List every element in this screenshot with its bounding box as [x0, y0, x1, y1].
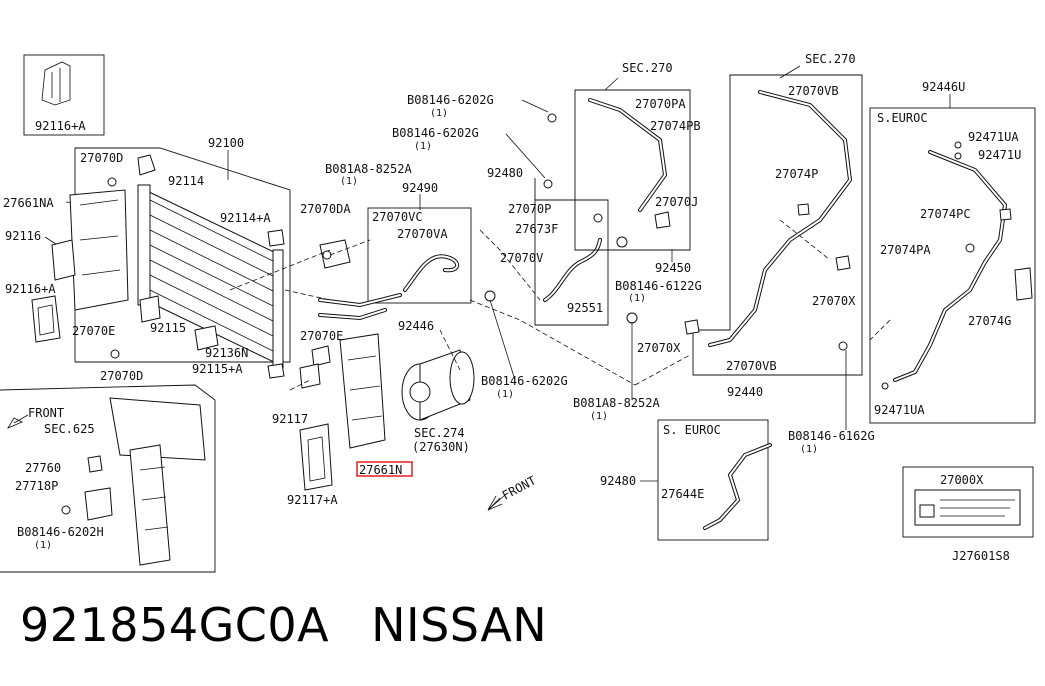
- highlight-27661n[interactable]: [356, 461, 413, 477]
- label-sec270-b: SEC.270: [805, 52, 856, 66]
- bolt-b3-code: B081A8-8252A: [325, 162, 412, 176]
- bolt-b2-qty: (1): [414, 141, 432, 152]
- label-92136n: 92136N: [205, 346, 248, 360]
- bolt-callouts: B08146-6202G (1) B08146-6202G (1) B081A8…: [17, 93, 875, 551]
- bolt-b6-qty: (1): [590, 411, 608, 422]
- label-92116a: 92116+A: [5, 282, 56, 296]
- ac-system-diagram: 92116+A 27070D 92114 92100 92114+A 92115…: [0, 52, 1036, 573]
- label-92116: 92116: [5, 229, 41, 243]
- label-27070v: 27070V: [500, 251, 543, 265]
- bolt-b6-code: B081A8-8252A: [573, 396, 660, 410]
- label-92471u: 92471U: [978, 148, 1021, 162]
- left-seal-group: 27661NA 92116 92116+A: [3, 189, 129, 343]
- label-27070va: 27070VA: [397, 227, 448, 241]
- label-92100: 92100: [208, 136, 244, 150]
- label-27070e-a: 27070E: [72, 324, 115, 338]
- label-92114a: 92114+A: [220, 211, 271, 225]
- bolt-b2-code: B08146-6202G: [392, 126, 479, 140]
- pipe-92480-group: 92480 27070P 27673F 27070V 92551: [487, 166, 628, 326]
- label-27074g: 27074G: [968, 314, 1011, 328]
- label-92446: 92446: [398, 319, 434, 333]
- drawing-code: J27601S8: [952, 549, 1010, 563]
- label-27070j: 27070J: [655, 195, 698, 209]
- bolt-b4-qty: (1): [628, 293, 646, 304]
- condenser-group: 27070D 92114 92100 92114+A 92115 92136N …: [72, 136, 291, 383]
- label-sec270-a: SEC.270: [622, 61, 673, 75]
- label-sec274: SEC.274: [414, 426, 465, 440]
- compressor-group: 27070DA 27070VC 27070VA 92446 92490 2707…: [272, 181, 475, 507]
- label-92115a: 92115+A: [192, 362, 243, 376]
- front-label-a: FRONT: [28, 406, 64, 420]
- footer-brand: NISSAN: [371, 598, 548, 652]
- connector-lines: [229, 219, 891, 391]
- label-27760: 27760: [25, 461, 61, 475]
- label-27000x-group: 27000X: [902, 466, 1034, 538]
- label-27718p: 27718P: [15, 479, 58, 493]
- label-27070vb-bot: 27070VB: [726, 359, 777, 373]
- s-euroc-right-group: 92446U S.EUROC 92471UA 92471U 27074PC 27…: [869, 80, 1036, 424]
- label-27070e-b: 27070E: [300, 329, 343, 343]
- footer-part-number: 921854GC0A: [20, 598, 330, 652]
- label-92450: 92450: [655, 261, 691, 275]
- label-sec274-sub: (27630N): [412, 440, 470, 454]
- s-euroc-bottom-group: S. EUROC 92480 27644E: [600, 419, 772, 541]
- label-92116a-top: 92116+A: [35, 119, 86, 133]
- label-27070p: 27070P: [508, 202, 551, 216]
- label-92490: 92490: [402, 181, 438, 195]
- label-92480-bot: 92480: [600, 474, 636, 488]
- label-27074pa: 27074PA: [880, 243, 931, 257]
- label-27070vc: 27070VC: [372, 210, 423, 224]
- bolt-b7-code: B08146-6162G: [788, 429, 875, 443]
- inset-92116a: 92116+A: [23, 54, 105, 136]
- label-27070vb-top: 27070VB: [788, 84, 839, 98]
- label-27673f: 27673F: [515, 222, 558, 236]
- label-27074pc: 27074PC: [920, 207, 971, 221]
- label-92471ua-b: 92471UA: [874, 403, 925, 417]
- label-27070da: 27070DA: [300, 202, 351, 216]
- bolt-b8-qty: (1): [34, 540, 52, 551]
- label-27070pa: 27070PA: [635, 97, 686, 111]
- label-92115: 92115: [150, 321, 186, 335]
- condenser-core: [137, 184, 284, 369]
- label-s-euroc-bottom: S. EUROC: [663, 423, 721, 437]
- label-27070d-a: 27070D: [80, 151, 123, 165]
- bolt-b7-qty: (1): [800, 444, 818, 455]
- footer-caption: 921854GC0A NISSAN: [20, 598, 589, 652]
- label-92471ua-a: 92471UA: [968, 130, 1019, 144]
- label-92117: 92117: [272, 412, 308, 426]
- front-label-b: FRONT: [500, 473, 538, 502]
- bolt-b1-qty: (1): [430, 108, 448, 119]
- bolt-b1-code: B08146-6202G: [407, 93, 494, 107]
- bolt-b4-code: B08146-6122G: [615, 279, 702, 293]
- compressor-body: [401, 349, 475, 421]
- label-92480-top: 92480: [487, 166, 523, 180]
- label-92446u: 92446U: [922, 80, 965, 94]
- label-27644e: 27644E: [661, 487, 704, 501]
- bolt-b8-code: B08146-6202H: [17, 525, 104, 539]
- label-27070d-b: 27070D: [100, 369, 143, 383]
- bolt-b5-qty: (1): [496, 389, 514, 400]
- bolt-b5-code: B08146-6202G: [481, 374, 568, 388]
- label-s-euroc-right: S.EUROC: [877, 111, 928, 125]
- label-27661n[interactable]: 27661N: [359, 463, 402, 477]
- label-92117a: 92117+A: [287, 493, 338, 507]
- label-sec625: SEC.625: [44, 422, 95, 436]
- label-92551: 92551: [567, 301, 603, 315]
- front-arrow-center: FRONT: [487, 473, 538, 511]
- label-27070x-b: 27070X: [637, 341, 681, 355]
- front-end-inset: FRONT SEC.625 27760 27718P: [0, 384, 216, 573]
- bolt-b3-qty: (1): [340, 176, 358, 187]
- label-27074p: 27074P: [775, 167, 818, 181]
- label-27074pb: 27074PB: [650, 119, 701, 133]
- pipe-92450-group: SEC.270 27070PA 27074PB 27070J 92450: [574, 61, 701, 275]
- label-27070x-a: 27070X: [812, 294, 856, 308]
- label-27661na: 27661NA: [3, 196, 54, 210]
- label-27000x: 27000X: [940, 473, 984, 487]
- label-92114: 92114: [168, 174, 204, 188]
- pipe-92440-group: SEC.270 27070VB 27074P 27070X 27070X 270…: [637, 52, 863, 399]
- label-92440: 92440: [727, 385, 763, 399]
